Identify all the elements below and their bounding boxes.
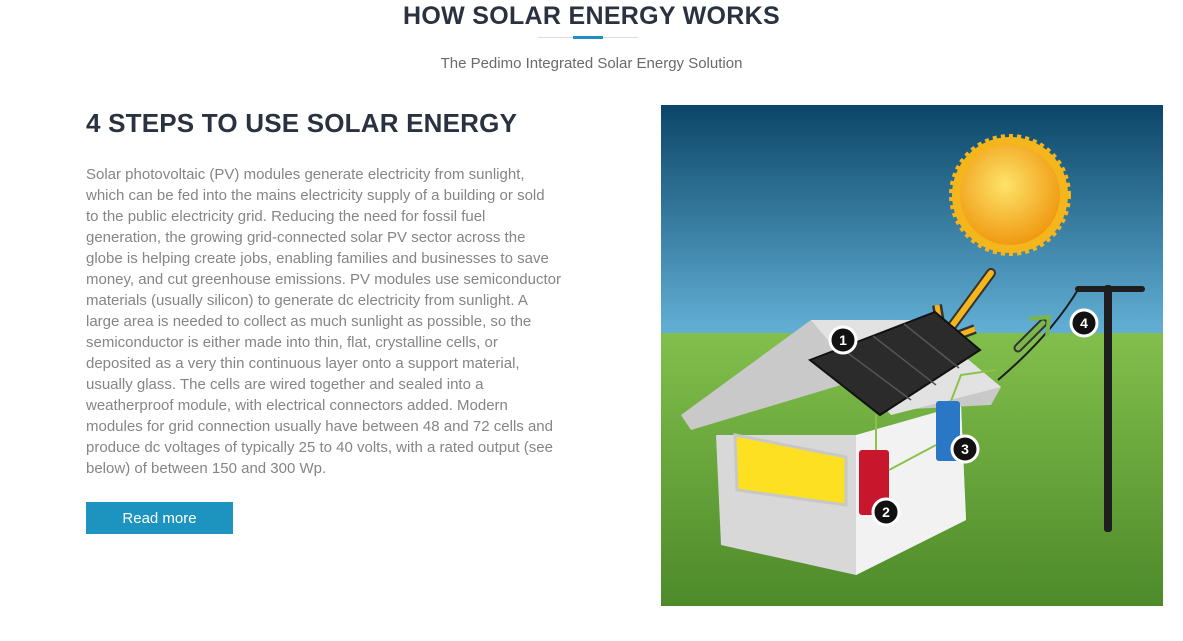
solar-energy-illustration: 1 2 3 4 (661, 105, 1163, 606)
wiring (875, 369, 997, 471)
body-line: below) of between 150 and 300 Wp. (86, 460, 327, 477)
body-line: which can be fed into the mains electric… (86, 187, 545, 204)
read-more-button[interactable]: Read more (86, 502, 233, 534)
step-badge-2: 2 (871, 497, 901, 527)
body-line: weatherproof module, with electrical con… (86, 397, 508, 414)
body-line: usually glass. The cells are wired toget… (86, 376, 484, 393)
step-number: 1 (839, 332, 847, 348)
step-badge-3: 3 (950, 434, 980, 464)
body-line: produce dc voltages of typically 25 to 4… (86, 439, 553, 456)
step-number: 3 (961, 441, 969, 457)
utility-pole-icon (997, 285, 1145, 532)
body-line: semiconductor is either made into thin, … (86, 334, 498, 351)
body-line: materials (usually silicon) to generate … (86, 292, 528, 309)
body-line: to the public electricity grid. Reducing… (86, 208, 486, 225)
body-line: globe is helping create jobs, enabling f… (86, 250, 549, 267)
title-divider-accent (573, 36, 603, 39)
grid-arrow-icon (1013, 314, 1052, 353)
section-body: Solar photovoltaic (PV) modules generate… (86, 164, 616, 479)
step-number: 4 (1080, 315, 1088, 331)
step-badge-4: 4 (1069, 308, 1099, 338)
solar-panel-icon (807, 310, 982, 417)
step-number: 2 (882, 504, 890, 520)
page-subtitle: The Pedimo Integrated Solar Energy Solut… (440, 55, 743, 72)
title-divider (538, 36, 638, 39)
body-line: modules for grid connection usually have… (86, 418, 553, 435)
section-heading: 4 STEPS TO USE SOLAR ENERGY (86, 108, 518, 138)
step-badge-1: 1 (828, 325, 858, 355)
body-line: large area is needed to collect as much … (86, 313, 532, 330)
page-title: HOW SOLAR ENERGY WORKS (403, 2, 780, 30)
body-line: generation, the growing grid-connected s… (86, 229, 526, 246)
body-line: Solar photovoltaic (PV) modules generate… (86, 166, 525, 183)
body-line: deposited as a very thin continuous laye… (86, 355, 520, 372)
body-line: money, and cut greenhouse emissions. PV … (86, 271, 561, 288)
sun-icon (949, 134, 1071, 256)
sky (661, 105, 1163, 335)
